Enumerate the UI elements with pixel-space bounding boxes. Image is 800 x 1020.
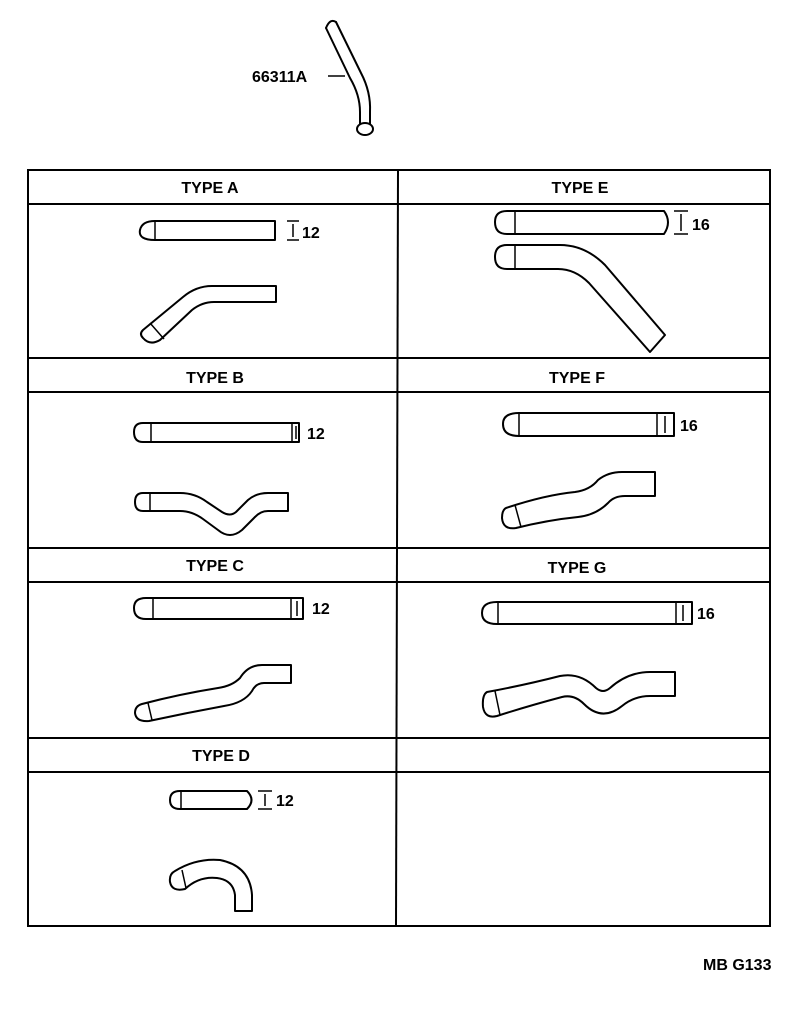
type-e-size: 16 (692, 217, 710, 234)
type-g-header: TYPE G (548, 560, 607, 577)
type-a-bent-hose (140, 285, 277, 344)
types-table-grid (27, 169, 771, 927)
type-b-size: 12 (307, 426, 325, 443)
type-f-size: 16 (680, 418, 698, 435)
type-a-straight-hose (138, 220, 299, 241)
type-f-straight-hose (502, 412, 675, 437)
type-e-straight-hose (494, 210, 688, 235)
type-g-bent-hose (481, 671, 676, 718)
type-f-header: TYPE F (549, 370, 605, 387)
type-d-bent-hose (168, 858, 253, 912)
type-c-bent-hose (134, 664, 292, 723)
type-c-size: 12 (312, 601, 330, 618)
type-c-straight-hose (133, 597, 304, 620)
type-a-size: 12 (302, 225, 320, 242)
type-e-bent-hose (494, 244, 666, 353)
type-b-straight-hose (133, 422, 300, 443)
overview-hose (325, 19, 374, 136)
type-g-straight-hose (481, 601, 693, 625)
type-b-bent-hose (134, 492, 289, 536)
type-d-straight-hose (169, 790, 272, 810)
type-e-header: TYPE E (552, 180, 609, 197)
drawing-code-label: MB G133 (703, 957, 772, 974)
type-b-header: TYPE B (186, 370, 244, 387)
type-c-header: TYPE C (186, 558, 244, 575)
type-a-header: TYPE A (181, 180, 239, 197)
type-g-size: 16 (697, 606, 715, 623)
part-number-label: 66311A (252, 69, 308, 86)
type-d-header: TYPE D (192, 748, 250, 765)
type-f-bent-hose (501, 471, 656, 530)
type-d-size: 12 (276, 793, 294, 810)
